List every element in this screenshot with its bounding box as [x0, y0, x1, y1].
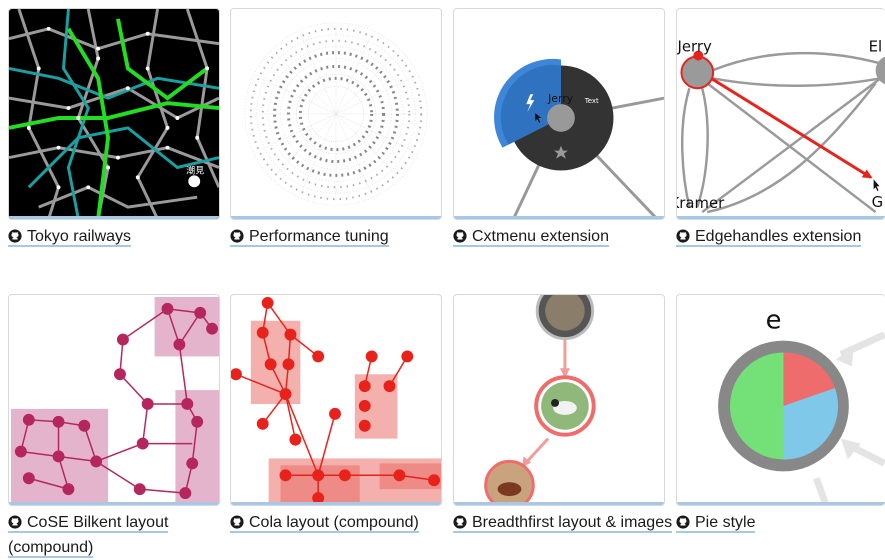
thumbnail-performance-tuning[interactable] [230, 8, 442, 220]
pie-style-node: e [718, 306, 885, 505]
card-title: Cxtmenu extension [472, 228, 609, 245]
card-caption: CoSE Bilkent layout (compound) [8, 510, 232, 560]
github-icon [8, 229, 22, 243]
thumbnail-pie-style[interactable]: e [676, 294, 885, 506]
breadthfirst-graph [484, 295, 596, 505]
github-icon [230, 515, 244, 529]
menu-item-label: Text [584, 97, 599, 105]
card-caption: Edgehandles extension [676, 224, 885, 249]
thumbnail-edgehandles-extension[interactable]: Jerry El Kramer G [676, 8, 885, 220]
demo-link-pie-style[interactable]: Pie style [676, 514, 756, 533]
card-caption: Cxtmenu extension [453, 224, 677, 249]
card-title: Edgehandles extension [695, 228, 862, 245]
thumbnail-cxtmenu-extension[interactable]: Jerry Text [453, 8, 665, 220]
card-title: Performance tuning [249, 228, 389, 245]
github-icon [676, 229, 690, 243]
demo-link-cxtmenu-extension[interactable]: Cxtmenu extension [453, 228, 609, 247]
cose-bilkent-graph [10, 296, 219, 505]
demo-link-performance-tuning[interactable]: Performance tuning [230, 228, 389, 247]
cursor-icon [873, 179, 880, 192]
station-label: 潮見 [186, 164, 204, 176]
thumbnail-breadthfirst-layout[interactable] [453, 294, 665, 506]
node-label: e [766, 306, 782, 336]
card-title: CoSE Bilkent layout (compound) [8, 514, 169, 556]
node-label: Jerry [677, 38, 712, 56]
cxtmenu-demo: Jerry Text [494, 58, 664, 219]
card-caption: Performance tuning [230, 224, 454, 249]
github-icon [453, 229, 467, 243]
performance-tuning-graph [244, 22, 428, 206]
cursor-icon [535, 113, 542, 123]
lightning-icon [526, 94, 535, 113]
github-icon [453, 515, 467, 529]
thumbnail-cola-layout[interactable] [230, 294, 442, 506]
edgehandles-demo: Jerry El Kramer G [677, 38, 885, 214]
github-icon [230, 229, 244, 243]
node-label: Jerry [547, 92, 574, 105]
card-title: Cola layout (compound) [249, 514, 419, 531]
card-title: Breadthfirst layout & images [472, 514, 673, 531]
card-caption: Breadthfirst layout & images [453, 510, 677, 535]
cola-layout-graph [231, 296, 441, 505]
demo-link-breadthfirst-layout[interactable]: Breadthfirst layout & images [453, 514, 673, 533]
star-icon [554, 145, 568, 159]
card-caption: Pie style [676, 510, 885, 535]
card-caption: Tokyo railways [8, 224, 232, 249]
card-title: Pie style [695, 514, 756, 531]
node-label: El [869, 38, 883, 56]
card-caption: Cola layout (compound) [230, 510, 454, 535]
demo-link-cose-bilkent-layout[interactable]: CoSE Bilkent layout (compound) [8, 514, 169, 558]
tokyo-railways-graph: 潮見 [9, 9, 219, 219]
card-title: Tokyo railways [27, 228, 132, 245]
node-label: G [872, 193, 884, 211]
demo-link-cola-layout[interactable]: Cola layout (compound) [230, 514, 419, 533]
node-label: Kramer [677, 194, 725, 212]
demo-link-edgehandles-extension[interactable]: Edgehandles extension [676, 228, 862, 247]
thumbnail-tokyo-railways[interactable]: 潮見 [8, 8, 220, 220]
github-icon [676, 515, 690, 529]
github-icon [8, 515, 22, 529]
demo-link-tokyo-railways[interactable]: Tokyo railways [8, 228, 132, 247]
thumbnail-cose-bilkent-layout[interactable] [8, 294, 220, 506]
